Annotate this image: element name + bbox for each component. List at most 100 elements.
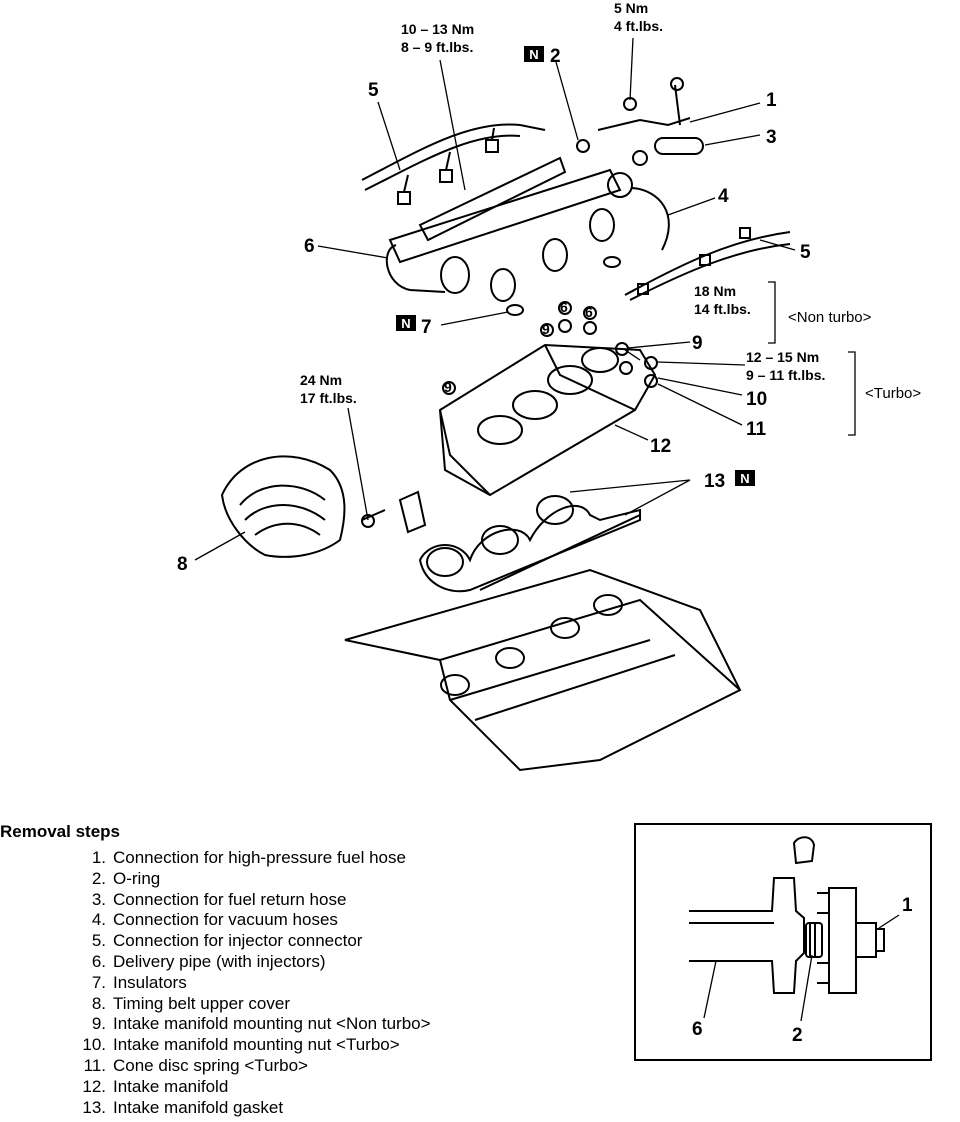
pressure-regulator	[607, 172, 633, 198]
step-number: 7.	[91, 972, 106, 992]
variant-non-turbo: <Non turbo>	[788, 309, 872, 326]
removal-step: 3. Connection for fuel return hose	[72, 890, 431, 911]
manifold-port	[512, 390, 558, 420]
step-text: Connection for injector connector	[113, 931, 363, 951]
step-number: 11.	[83, 1055, 106, 1075]
step-number: 13.	[82, 1097, 106, 1117]
step-number: 2.	[91, 868, 106, 888]
timing-belt-upper-cover	[220, 455, 346, 558]
small-callout-6: 6	[560, 299, 568, 315]
removal-steps-title: Removal steps	[0, 822, 120, 841]
inset-callout-1: 1	[902, 895, 913, 916]
injector	[542, 238, 568, 272]
removal-step: 10. Intake manifold mounting nut <Turbo>	[72, 1035, 431, 1056]
step-text: Connection for fuel return hose	[113, 889, 347, 909]
callout-2: 2	[550, 46, 561, 67]
removal-step: 13. Intake manifold gasket	[72, 1098, 431, 1119]
high-pressure-fuel-hose	[597, 117, 691, 131]
removal-steps-list: 1. Connection for high-pressure fuel hose…	[72, 848, 431, 1119]
step-text: O-ring	[113, 868, 161, 888]
manifold-port	[477, 415, 523, 445]
removal-step: 7.Insulators	[72, 973, 431, 994]
small-callout-9: 9	[542, 321, 550, 337]
torque-spec-imperial: 17 ft.lbs.	[300, 390, 357, 406]
new-part-badge: N	[524, 46, 544, 62]
step-number: 10.	[82, 1035, 106, 1055]
injector-harness-upper-branch	[364, 134, 521, 191]
inset-frame	[634, 823, 932, 1061]
step-text: Timing belt upper cover	[113, 993, 291, 1013]
manifold-stay	[398, 490, 427, 534]
step-text: Connection for vacuum hoses	[113, 910, 338, 930]
removal-step: 2. O-ring	[72, 869, 431, 890]
manifold-port	[581, 347, 619, 373]
insulator	[506, 304, 524, 316]
step-number: 9.	[91, 1014, 106, 1034]
callout-5-lower: 5	[800, 242, 811, 263]
step-number: 1.	[91, 848, 106, 867]
torque-spec-metric: 12 – 15 Nm	[746, 349, 819, 365]
vacuum-hose	[631, 187, 670, 251]
inset-callout-6: 6	[692, 1019, 703, 1040]
inset-fuel-fitting	[828, 887, 857, 994]
injector	[490, 268, 516, 302]
stay-bolt	[361, 509, 386, 521]
step-number: 4.	[91, 910, 106, 930]
step-text: Connection for high-pressure fuel hose	[113, 848, 406, 867]
small-callout-9: 9	[444, 379, 452, 395]
step-number: 5.	[91, 931, 106, 951]
callout-7: 7	[421, 317, 432, 338]
manifold-port	[547, 365, 593, 395]
torque-spec-imperial: 4 ft.lbs.	[614, 18, 663, 34]
exploded-view-diagram: N N N 1 2 3 4 5 5 6 7 8 9 10 11 12 13 9 …	[177, 0, 921, 772]
callout-4: 4	[718, 186, 729, 207]
small-callout-6: 6	[585, 304, 593, 320]
harness-connector	[485, 139, 499, 153]
callout-8: 8	[177, 554, 188, 575]
harness-connector	[439, 169, 453, 183]
new-part-badge: N	[735, 470, 755, 486]
removal-step: 4. Connection for vacuum hoses	[72, 910, 431, 931]
torque-spec-metric: 18 Nm	[694, 283, 736, 299]
new-part-badge: N	[396, 315, 416, 331]
callout-13: 13	[704, 471, 725, 492]
new-part-badge-text: N	[529, 47, 538, 62]
step-text: Intake manifold	[113, 1076, 229, 1096]
callout-3: 3	[766, 127, 777, 148]
intake-manifold-gasket	[418, 504, 641, 593]
o-ring-part	[576, 139, 590, 153]
harness-connector	[397, 191, 411, 205]
torque-spec-imperial: 9 – 11 ft.lbs.	[746, 367, 825, 383]
torque-spec-metric: 5 Nm	[614, 0, 648, 16]
callout-12: 12	[650, 436, 671, 457]
callout-5-upper: 5	[368, 80, 379, 101]
fuel-return-hose	[654, 137, 704, 155]
injector	[589, 208, 615, 242]
new-part-badge-text: N	[740, 471, 749, 486]
torque-spec-metric: 24 Nm	[300, 372, 342, 388]
step-number: 6.	[91, 951, 106, 971]
callout-10: 10	[746, 389, 767, 410]
step-text: Intake manifold mounting nut <Non turbo>	[113, 1014, 431, 1034]
removal-step: 9. Intake manifold mounting nut <Non turb…	[72, 1014, 431, 1035]
step-text: Intake manifold gasket	[113, 1097, 284, 1117]
step-number: 3.	[91, 889, 106, 909]
torque-spec-imperial: 14 ft.lbs.	[694, 301, 751, 317]
removal-step: 5. Connection for injector connector	[72, 931, 431, 952]
intake-manifold	[438, 343, 657, 497]
delivery-pipe	[388, 168, 622, 264]
removal-step: 11.Cone disc spring <Turbo>	[72, 1056, 431, 1077]
diagram-artwork	[194, 37, 856, 772]
callout-6: 6	[304, 236, 315, 257]
removal-step: 1. Connection for high-pressure fuel hose	[72, 848, 431, 869]
step-number: 12.	[82, 1076, 106, 1096]
torque-spec-metric: 10 – 13 Nm	[401, 21, 474, 37]
injector	[440, 256, 470, 294]
new-part-badge-text: N	[401, 316, 410, 331]
removal-step: 6.Delivery pipe (with injectors)	[72, 952, 431, 973]
cylinder-head	[344, 568, 742, 772]
step-text: Intake manifold mounting nut <Turbo>	[113, 1035, 400, 1055]
removal-step: 12. Intake manifold	[72, 1077, 431, 1098]
callout-9: 9	[692, 333, 703, 354]
callout-11: 11	[746, 419, 767, 440]
